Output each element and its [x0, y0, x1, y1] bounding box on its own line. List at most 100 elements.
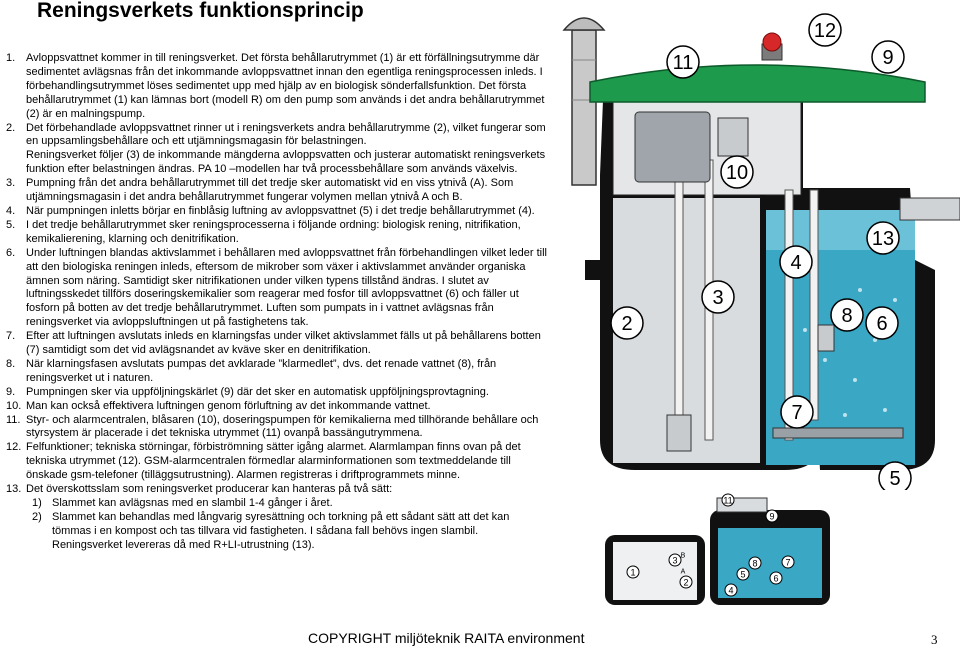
mini-label-text: 4: [728, 586, 733, 596]
mini-label-9: 9: [765, 509, 779, 523]
mini-label-text: A: [681, 569, 686, 576]
step-number: 7.: [6, 330, 16, 343]
callout-12: 12: [808, 13, 842, 47]
callout-9: 9: [871, 40, 905, 74]
mini-label-B: B: [681, 553, 686, 560]
step-number: 13.: [6, 483, 22, 496]
mini-label-text: 8: [752, 559, 757, 569]
callout-8: 8: [830, 298, 864, 332]
step-item: 4. När pumpningen inletts börjar en finbl…: [6, 205, 551, 219]
callout-3: 3: [701, 280, 735, 314]
callout-label: 13: [872, 228, 894, 250]
step-number: 9.: [6, 385, 16, 398]
step-text: Man kan också effektivera luftningen gen…: [26, 399, 431, 412]
mini-label-text: B: [681, 553, 686, 560]
step-item: 8. När klarningsfasen avslutats pumpas de…: [6, 358, 551, 386]
step-item: 11. Styr- och alarmcentralen, blåsaren (1…: [6, 414, 551, 442]
mini-label-text: 7: [785, 558, 790, 568]
blower-unit: [634, 111, 711, 183]
sub-item-text: Slammet kan avlägsnas med en slambil 1-4…: [52, 497, 333, 509]
step-number: 4.: [6, 204, 16, 217]
mini-label-text: 1: [630, 568, 635, 578]
mini-label-text: 6: [773, 574, 778, 584]
step-item: 1. Avloppsvattnet kommer in till reningsv…: [6, 52, 551, 122]
inlet-pipe: [899, 197, 960, 221]
step-item: 2. Det förbehandlade avloppsvattnet rinne…: [6, 122, 551, 178]
mini-label-6: 6: [769, 571, 783, 585]
step-text: När pumpningen inletts börjar en finblås…: [26, 204, 535, 217]
callout-4: 4: [779, 245, 813, 279]
callout-label: 2: [621, 313, 632, 335]
vent-pipe: [562, 17, 606, 186]
mini-label-text: 2: [683, 578, 688, 588]
sub-item-number: 1): [32, 497, 42, 509]
callout-label: 8: [841, 305, 852, 327]
step-text: Det förbehandlade avloppsvattnet rinner …: [26, 121, 546, 148]
step-item: 12. Felfunktioner; tekniska störningar, f…: [6, 441, 551, 483]
callout-label: 11: [673, 52, 694, 74]
mini-label-7: 7: [781, 555, 795, 569]
callout-label: 6: [876, 313, 887, 335]
step-number: 5.: [6, 218, 16, 231]
callout-7: 7: [780, 395, 814, 429]
step-number: 2.: [6, 121, 16, 134]
mini-label-text: 5: [740, 570, 745, 580]
numbered-steps-list: 1. Avloppsvattnet kommer in till reningsv…: [6, 52, 551, 553]
mini-label-A: A: [681, 569, 686, 576]
callout-label: 3: [712, 287, 723, 309]
alarm-lamp: [761, 32, 783, 61]
pump: [666, 414, 692, 452]
step-item: 7. Efter att luftningen avslutats inleds …: [6, 330, 551, 358]
callout-2: 2: [610, 306, 644, 340]
step-text: Pumpning från det andra behållarutrymmet…: [26, 177, 514, 204]
sub-item-text: Slammet kan behandlas med långvarig syre…: [52, 510, 510, 551]
callout-6: 6: [865, 306, 899, 340]
mini-label-2: 2: [679, 575, 693, 589]
step-text: I det tredje behållarutrymmet sker renin…: [26, 218, 521, 245]
step-number: 10.: [6, 399, 22, 412]
step-item: 3. Pumpning från det andra behållarutrymm…: [6, 177, 551, 205]
step-number: 3.: [6, 177, 16, 190]
callout-11: 11: [666, 45, 700, 79]
mini-label-text: 11: [723, 496, 732, 506]
callout-label: 5: [889, 468, 900, 490]
callout-5: 5: [878, 461, 912, 490]
callout-10: 10: [720, 155, 754, 189]
mini-label-8: 8: [748, 556, 762, 570]
callout-label: 9: [882, 47, 893, 69]
callout-label: 4: [790, 252, 801, 274]
step-item: 9. Pumpningen sker via uppföljningskärlet…: [6, 386, 551, 400]
footer-copyright: COPYRIGHT miljöteknik RAITA environment: [308, 630, 585, 646]
aeration-grid: [772, 427, 904, 439]
step-text: Efter att luftningen avslutats inleds en…: [26, 330, 541, 357]
step-item: 13.Det överskottsslam som reningsverket …: [6, 483, 551, 553]
mini-label-1: 1: [626, 565, 640, 579]
step-number: 8.: [6, 357, 16, 370]
step-item: 10. Man kan också effektivera luftningen …: [6, 400, 551, 414]
step-number: 1.: [6, 52, 16, 64]
sub-item-number: 2): [32, 510, 42, 523]
tank-lid: [589, 64, 926, 103]
mini-label-text: 3: [672, 556, 677, 566]
step-text: Pumpningen sker via uppföljningskärlet (…: [26, 385, 489, 398]
callout-label: 12: [814, 20, 836, 42]
step-item: 5. I det tredje behållarutrymmet sker ren…: [6, 219, 551, 247]
page-number: 3: [931, 632, 938, 647]
mini-label-4: 4: [724, 583, 738, 597]
step-number: 12.: [6, 441, 22, 454]
callout-label: 7: [791, 402, 802, 424]
sub-item: 2) Slammet kan behandlas med långvarig sy…: [26, 511, 551, 553]
mini-label-11: 11: [721, 493, 735, 507]
step-number: 6.: [6, 246, 16, 259]
sub-item: 1) Slammet kan avlägsnas med en slambil 1…: [26, 497, 551, 511]
step-text: Styr- och alarmcentralen, blåsaren (10),…: [26, 413, 539, 440]
step-text: Felfunktioner; tekniska störningar, förb…: [26, 441, 521, 482]
callout-label: 10: [726, 162, 748, 184]
step-item: 6.Under luftningen blandas aktivslammet …: [6, 247, 551, 330]
step-text: När klarningsfasen avslutats pumpas det …: [26, 357, 497, 384]
mini-label-5: 5: [736, 567, 750, 581]
treatment-plant-diagram: 11 12 9 10 13 4 3 2 8 6 7 5: [562, 13, 960, 490]
step-text: Avloppsvattnet kommer in till reningsver…: [26, 52, 545, 120]
step-number: 11.: [6, 413, 21, 426]
